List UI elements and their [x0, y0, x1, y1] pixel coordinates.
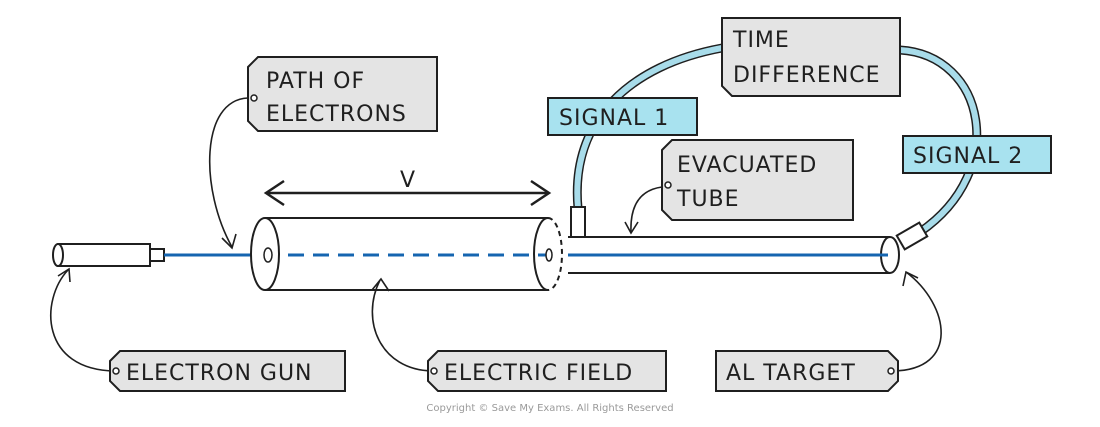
evacuated-tube-line1: EVACUATED [677, 153, 817, 178]
label-electric-field: ELECTRIC FIELD [427, 350, 667, 392]
label-evacuated-tube: EVACUATED TUBE [661, 139, 854, 221]
path-of-electrons-line2: ELECTRONS [266, 102, 407, 127]
velocity-label: V [400, 168, 416, 193]
length-arrow [263, 179, 552, 207]
label-al-target: AL TARGET [715, 350, 899, 392]
copyright-notice: Copyright © Save My Exams. All Rights Re… [426, 403, 674, 414]
evacuated-tube-line2: TUBE [676, 187, 740, 212]
path-of-electrons-line1: PATH OF [266, 69, 365, 94]
label-electron-gun: ELECTRON GUN [109, 350, 346, 392]
signal-2-sensor [895, 221, 929, 251]
signal-2-text: SIGNAL 2 [913, 144, 1023, 169]
label-signal-1: SIGNAL 1 [547, 97, 698, 136]
signal-1-text: SIGNAL 1 [559, 106, 669, 131]
label-time-difference: TIME DIFFERENCE [721, 17, 901, 97]
label-path-of-electrons: PATH OF ELECTRONS [247, 56, 438, 132]
evacuated-tube [568, 236, 900, 274]
label-signal-2: SIGNAL 2 [902, 135, 1052, 174]
pointer-arrows [50, 97, 942, 372]
electron-gun-text: ELECTRON GUN [126, 361, 313, 386]
al-target-text: AL TARGET [726, 361, 856, 386]
electric-field-text: ELECTRIC FIELD [444, 361, 633, 386]
time-difference-line1: TIME [732, 28, 790, 53]
electron-gun [52, 243, 165, 267]
signal-1-sensor [570, 206, 586, 238]
time-difference-line2: DIFFERENCE [733, 63, 881, 88]
electric-field-cylinder [250, 217, 563, 291]
